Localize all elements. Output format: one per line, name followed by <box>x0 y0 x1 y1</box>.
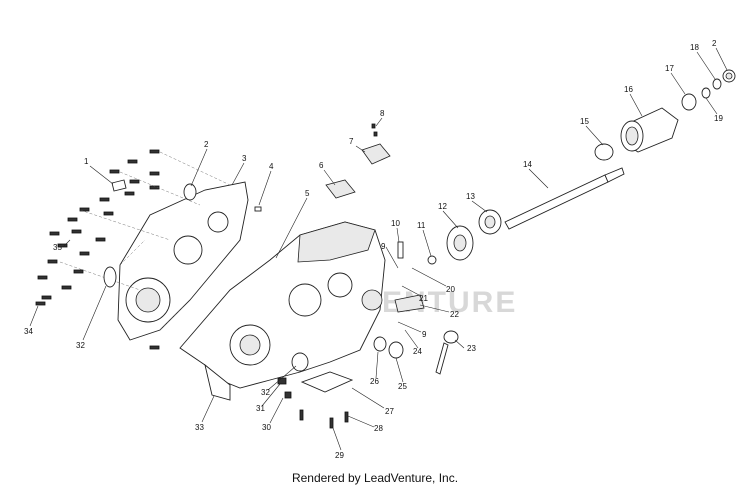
cover-plate <box>117 181 249 341</box>
callout-31: 31 <box>256 404 265 413</box>
callout-3: 3 <box>242 154 247 163</box>
callout-23: 23 <box>467 344 476 353</box>
callout-labels: 1 2 3 4 5 6 7 8 9 10 11 12 13 14 15 16 1… <box>24 39 723 460</box>
callout-19: 19 <box>714 114 723 123</box>
callout-32-left: 32 <box>76 341 85 350</box>
callout-35: 35 <box>53 243 62 252</box>
callout-12: 12 <box>438 202 447 211</box>
callout-20: 20 <box>446 285 455 294</box>
callout-5: 5 <box>305 189 310 198</box>
callout-10: 10 <box>391 219 400 228</box>
callout-4: 4 <box>269 162 274 171</box>
callout-2-right: 2 <box>712 39 717 48</box>
callout-13: 13 <box>466 192 475 201</box>
callout-9: 9 <box>381 242 386 251</box>
output-shaft-assembly <box>446 69 736 261</box>
callout-15: 15 <box>580 117 589 126</box>
callout-8: 8 <box>380 109 385 118</box>
callout-7: 7 <box>349 137 354 146</box>
callout-17: 17 <box>665 64 674 73</box>
callout-30: 30 <box>262 423 271 432</box>
leader-lines <box>29 47 728 451</box>
dowel-4 <box>254 206 262 212</box>
callout-27: 27 <box>385 407 394 416</box>
inspection-cover <box>300 371 354 393</box>
callout-29: 29 <box>335 451 344 460</box>
seal-32-left <box>103 266 117 288</box>
callout-21: 21 <box>419 294 428 303</box>
callout-25: 25 <box>398 382 407 391</box>
footer-credit: Rendered by LeadVenture, Inc. <box>291 471 459 485</box>
callout-32-center: 32 <box>261 388 270 397</box>
callout-24: 24 <box>413 347 422 356</box>
callout-34: 34 <box>24 327 33 336</box>
control-parts <box>277 123 459 429</box>
callout-2: 2 <box>204 140 209 149</box>
callout-18: 18 <box>690 43 699 52</box>
callout-6: 6 <box>319 161 324 170</box>
callout-14: 14 <box>523 160 532 169</box>
watermark-text: VENTURE <box>360 286 517 319</box>
bolt-set-left <box>35 149 231 350</box>
callout-9-lower: 9 <box>422 330 427 339</box>
callout-11: 11 <box>417 221 426 230</box>
tag-1 <box>111 179 127 192</box>
callout-16: 16 <box>624 85 633 94</box>
callout-1: 1 <box>84 157 89 166</box>
callout-26: 26 <box>370 377 379 386</box>
transmission-case <box>179 221 386 401</box>
callout-33: 33 <box>195 423 204 432</box>
seal-2 <box>183 183 197 201</box>
callout-28: 28 <box>374 424 383 433</box>
callout-22: 22 <box>450 310 459 319</box>
